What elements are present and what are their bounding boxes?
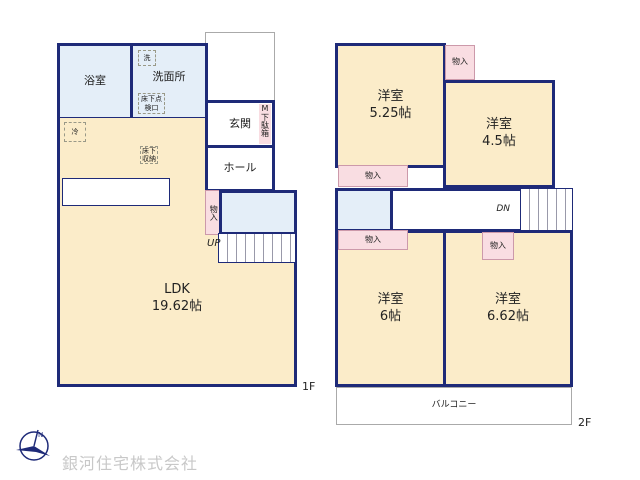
hallway-2f: DN	[390, 188, 525, 232]
floor-1-label: 1F	[302, 380, 316, 393]
hall-label: ホール	[223, 161, 257, 175]
room1-size: 5.25帖	[369, 105, 412, 121]
svg-text:N: N	[38, 431, 43, 439]
closet-label: 物入	[452, 57, 468, 67]
down-label: DN	[496, 204, 510, 215]
company-watermark: 銀河住宅株式会社	[62, 454, 199, 473]
closet-label: 物入	[365, 234, 381, 244]
closet-2f-mid: 物入	[338, 165, 408, 187]
closet-2f-right: 物入	[482, 232, 514, 260]
closet-label: 物入	[209, 204, 219, 221]
up-label: UP	[207, 238, 221, 249]
stairs-1f	[218, 233, 296, 263]
ldk-name: LDK	[164, 282, 190, 298]
closet-2f-top: 物入	[445, 45, 475, 80]
room3-size: 6帖	[379, 308, 402, 324]
room3-name: 洋室	[377, 291, 404, 307]
room2-size: 4.5帖	[482, 134, 516, 149]
bath-label: 浴室	[84, 74, 106, 88]
kitchen-counter	[62, 178, 170, 206]
floor-hatch: 床下点検口	[138, 93, 165, 114]
closet-label: 物入	[490, 240, 506, 250]
toilet-2f	[335, 188, 393, 232]
ldk-size: 19.62帖	[151, 299, 203, 314]
balcony-label: バルコニー	[431, 400, 477, 411]
closet-2f-bottom: 物入	[338, 230, 408, 250]
balcony: バルコニー	[336, 387, 572, 425]
bathroom: 浴室	[57, 43, 133, 120]
north-compass-icon: N	[16, 429, 50, 461]
washroom-label: 洗面所	[152, 70, 186, 83]
hall: ホール	[205, 145, 275, 192]
entrance-label: 玄関	[229, 116, 251, 130]
closet-label: 物入	[365, 170, 381, 180]
shoe-box-label: 下駄箱	[260, 113, 270, 137]
floor-2-label: 2F	[578, 416, 592, 429]
shoe-m: M	[261, 104, 269, 113]
underfloor-storage: 床下収納	[140, 146, 158, 164]
toilet-1f	[219, 190, 297, 235]
room2-name: 洋室	[485, 117, 512, 133]
ldk-fill	[60, 118, 205, 228]
room4-size: 6.62帖	[487, 308, 529, 324]
washer-space: 洗	[138, 50, 156, 66]
entrance-porch	[205, 32, 275, 102]
fridge-space: 冷	[64, 122, 86, 142]
room1-name: 洋室	[377, 88, 404, 104]
room4-name: 洋室	[494, 291, 521, 307]
